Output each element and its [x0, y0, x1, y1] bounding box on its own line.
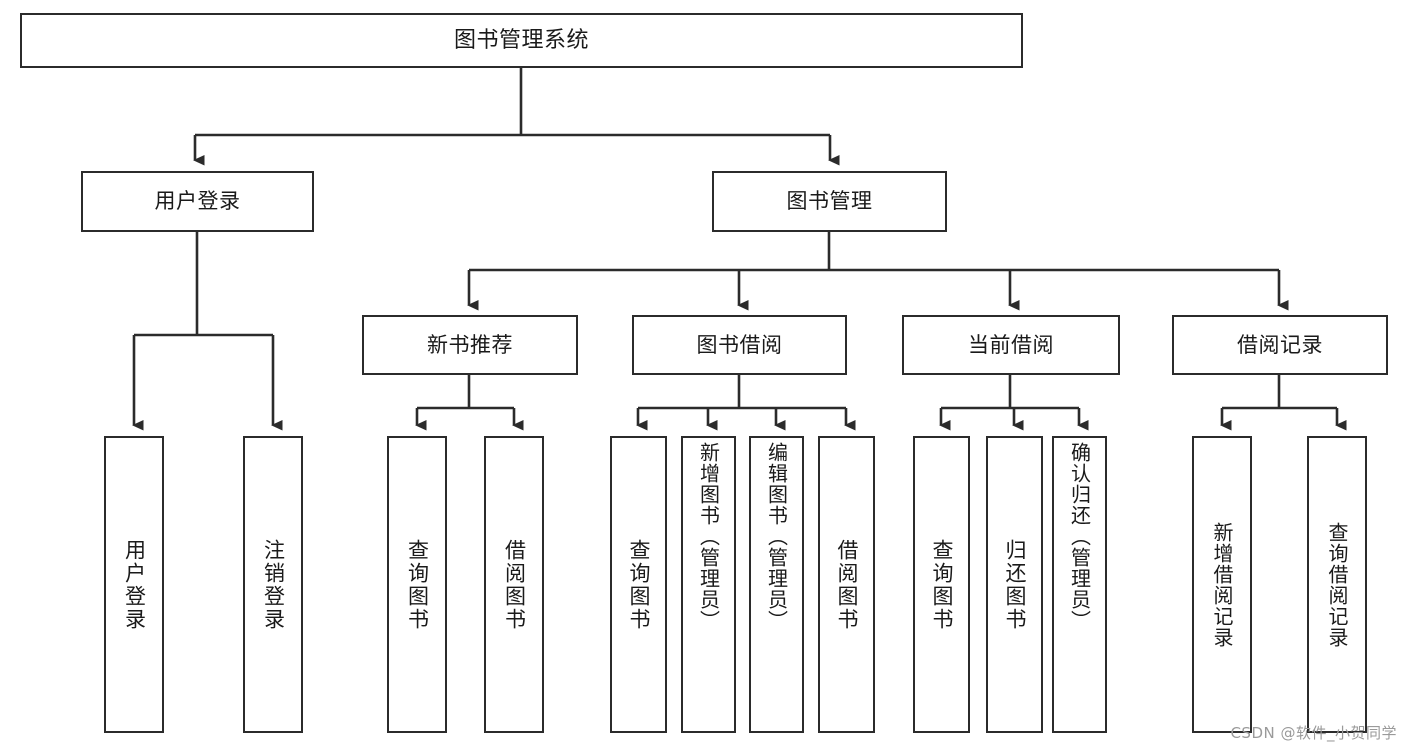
node-label: 编辑图书（管理员）: [764, 442, 789, 631]
node-label: 归还图书: [1003, 538, 1027, 631]
node-label: 新增借阅记录: [1210, 521, 1234, 648]
node-leaf-query-borrow-record[interactable]: 查询借阅记录: [1307, 436, 1367, 733]
node-leaf-return-book[interactable]: 归还图书: [986, 436, 1043, 733]
node-leaf-query-book-3[interactable]: 查询图书: [913, 436, 970, 733]
node-label: 用户登录: [122, 538, 147, 631]
node-book-borrow[interactable]: 图书借阅: [632, 315, 847, 375]
node-label: 当前借阅: [968, 332, 1054, 357]
node-label: 图书借阅: [696, 332, 783, 357]
node-leaf-borrow-book-1[interactable]: 借阅图书: [484, 436, 544, 733]
node-label: 查询图书: [627, 538, 651, 631]
node-new-book-recommend[interactable]: 新书推荐: [362, 315, 578, 375]
node-book-manage[interactable]: 图书管理: [712, 171, 947, 232]
node-leaf-user-login[interactable]: 用户登录: [104, 436, 164, 733]
node-label: 注销登录: [261, 538, 286, 631]
node-label: 用户登录: [154, 189, 241, 214]
node-leaf-add-book[interactable]: 新增图书（管理员）: [681, 436, 736, 733]
node-label: 确认归还（管理员）: [1067, 442, 1092, 631]
node-label: 借阅记录: [1237, 332, 1323, 357]
node-label: 查询借阅记录: [1325, 521, 1349, 648]
node-label: 图书管理系统: [453, 27, 589, 53]
node-label: 新增图书（管理员）: [696, 442, 721, 631]
node-leaf-add-borrow-record[interactable]: 新增借阅记录: [1192, 436, 1252, 733]
node-borrow-record[interactable]: 借阅记录: [1172, 315, 1388, 375]
node-leaf-logout[interactable]: 注销登录: [243, 436, 303, 733]
node-label: 图书管理: [786, 189, 873, 214]
node-label: 借阅图书: [835, 538, 859, 631]
node-leaf-edit-book[interactable]: 编辑图书（管理员）: [749, 436, 804, 733]
node-root-system[interactable]: 图书管理系统: [20, 13, 1023, 68]
node-label: 查询图书: [405, 538, 430, 631]
node-label: 查询图书: [930, 538, 954, 631]
node-leaf-borrow-book-2[interactable]: 借阅图书: [818, 436, 875, 733]
node-leaf-query-book-1[interactable]: 查询图书: [387, 436, 447, 733]
node-leaf-query-book-2[interactable]: 查询图书: [610, 436, 667, 733]
watermark-text: CSDN @软件_小贺同学: [1230, 724, 1397, 742]
node-current-borrow[interactable]: 当前借阅: [902, 315, 1120, 375]
node-leaf-confirm-return[interactable]: 确认归还（管理员）: [1052, 436, 1107, 733]
node-label: 借阅图书: [502, 538, 527, 631]
node-user-login[interactable]: 用户登录: [81, 171, 314, 232]
node-label: 新书推荐: [427, 332, 513, 357]
